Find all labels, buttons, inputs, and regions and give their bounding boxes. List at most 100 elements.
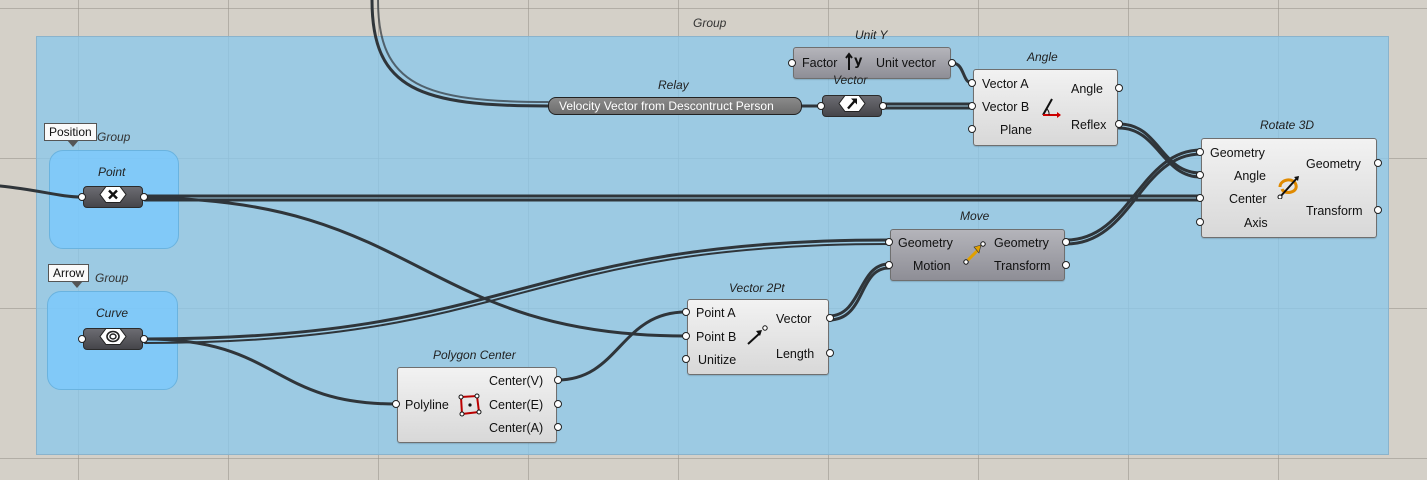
- polygon-center-component[interactable]: Polyline Center(V) Center(E) Center(A): [397, 367, 557, 443]
- angle-component[interactable]: Vector A Vector B Plane Angle Reflex: [973, 69, 1118, 146]
- move-port-geometry[interactable]: [885, 238, 893, 246]
- angle-icon: [1040, 96, 1064, 121]
- unity-component[interactable]: Factor y Unit vector: [793, 47, 951, 79]
- angle-title: Angle: [1027, 50, 1058, 64]
- rotate3d-icon: [1276, 173, 1302, 202]
- rotate3d-output-geometry: Geometry: [1306, 157, 1361, 171]
- rotate3d-output-transform: Transform: [1306, 204, 1363, 218]
- rotate3d-port-geometry[interactable]: [1196, 148, 1204, 156]
- move-input-geometry: Geometry: [898, 236, 953, 250]
- wire-angle-to-rotate: [1117, 122, 1203, 175]
- rotate3d-input-geometry: Geometry: [1210, 146, 1265, 160]
- vector2pt-port-out-vector[interactable]: [826, 314, 834, 322]
- angle-output-reflex: Reflex: [1071, 118, 1107, 132]
- move-output-transform: Transform: [994, 259, 1051, 273]
- point-input-port[interactable]: [78, 193, 86, 201]
- point-output-port[interactable]: [140, 193, 148, 201]
- wire-polygon-to-vector2pt: [555, 310, 688, 382]
- arrow-group-title: Group: [95, 271, 129, 285]
- vector2pt-port-unitize[interactable]: [682, 355, 690, 363]
- angle-input-plane: Plane: [1000, 123, 1032, 137]
- polygon-center-port-v[interactable]: [554, 376, 562, 384]
- vector2pt-port-point-a[interactable]: [682, 308, 690, 316]
- wire-curve-to-move: [143, 238, 891, 341]
- wire-left-to-point: [0, 184, 83, 199]
- rotate3d-port-center[interactable]: [1196, 194, 1204, 202]
- polygon-center-icon: [457, 393, 483, 420]
- curve-title: Curve: [96, 306, 129, 320]
- rotate3d-port-out-transform[interactable]: [1374, 206, 1382, 214]
- vector2pt-icon: [745, 324, 769, 349]
- vector2pt-input-point-a: Point A: [696, 306, 736, 320]
- move-icon: [962, 240, 986, 269]
- angle-input-vector-b: Vector B: [982, 100, 1030, 114]
- angle-port-plane[interactable]: [968, 125, 976, 133]
- rotate3d-port-out-geometry[interactable]: [1374, 159, 1382, 167]
- relay-node[interactable]: Velocity Vector from Descontruct Person: [548, 97, 802, 115]
- angle-output-angle: Angle: [1071, 82, 1103, 96]
- wire-curve-to-polygon: [143, 337, 398, 406]
- polygon-center-port-polyline[interactable]: [392, 400, 400, 408]
- polygon-center-output-a: Center(A): [489, 421, 544, 435]
- vector2pt-input-point-b: Point B: [696, 330, 737, 344]
- point-param[interactable]: [83, 186, 143, 208]
- unity-title: Unit Y: [855, 28, 888, 42]
- wire-vector2pt-to-move: [827, 262, 891, 318]
- position-group-tag: Position: [44, 123, 97, 147]
- move-input-motion: Motion: [913, 259, 951, 273]
- svg-text:y: y: [854, 54, 863, 69]
- angle-port-vector-a[interactable]: [968, 79, 976, 87]
- rotate3d-port-axis[interactable]: [1196, 218, 1204, 226]
- rotate3d-port-angle[interactable]: [1196, 171, 1204, 179]
- move-component[interactable]: Geometry Motion Geometry Transform: [890, 229, 1065, 281]
- angle-input-vector-a: Vector A: [982, 77, 1029, 91]
- unity-output-unit-vector: Unit vector: [876, 56, 936, 70]
- point-icon: [99, 186, 127, 209]
- unity-input-factor: Factor: [802, 56, 838, 70]
- rotate3d-component[interactable]: Geometry Angle Center Axis Geometry Tran…: [1201, 138, 1377, 238]
- polygon-center-input-polyline: Polyline: [405, 398, 449, 412]
- vector2pt-output-length: Length: [776, 347, 815, 361]
- wire-top-to-relay: [370, 0, 550, 108]
- vector-output-port[interactable]: [879, 102, 887, 110]
- move-port-out-transform[interactable]: [1062, 261, 1070, 269]
- curve-output-port[interactable]: [140, 335, 148, 343]
- move-port-motion[interactable]: [885, 261, 893, 269]
- curve-input-port[interactable]: [78, 335, 86, 343]
- polygon-center-port-e[interactable]: [554, 400, 562, 408]
- vector2pt-input-unitize: Unitize: [698, 353, 737, 367]
- unity-output-port[interactable]: [948, 59, 956, 67]
- unit-y-icon: y: [844, 52, 868, 75]
- wire-point-to-vector2pt: [143, 196, 688, 338]
- polygon-center-title: Polygon Center: [433, 348, 516, 362]
- vector2pt-component[interactable]: Point A Point B Unitize Vector Length: [687, 299, 829, 375]
- vector2pt-title: Vector 2Pt: [729, 281, 785, 295]
- relay-title: Relay: [658, 78, 689, 92]
- main-group-title: Group: [693, 16, 727, 30]
- move-title: Move: [960, 209, 990, 223]
- wire-move-to-rotate: [1064, 148, 1203, 242]
- angle-port-angle[interactable]: [1115, 84, 1123, 92]
- move-port-out-geometry[interactable]: [1062, 238, 1070, 246]
- vector-param[interactable]: [822, 95, 882, 117]
- unity-input-port[interactable]: [788, 59, 796, 67]
- arrow-group-tag: Arrow: [48, 264, 90, 288]
- curve-param[interactable]: [83, 328, 143, 350]
- position-group-title: Group: [97, 130, 131, 144]
- angle-port-reflex[interactable]: [1115, 120, 1123, 128]
- rotate3d-input-angle: Angle: [1234, 169, 1266, 183]
- point-title: Point: [98, 165, 126, 179]
- vector-title: Vector: [833, 73, 868, 87]
- rotate3d-input-axis: Axis: [1244, 216, 1268, 230]
- polygon-center-output-e: Center(E): [489, 398, 544, 412]
- polygon-center-port-a[interactable]: [554, 423, 562, 431]
- vector-input-port[interactable]: [817, 102, 825, 110]
- angle-port-vector-b[interactable]: [968, 102, 976, 110]
- rotate3d-input-center: Center: [1229, 192, 1267, 206]
- vector2pt-port-point-b[interactable]: [682, 332, 690, 340]
- curve-icon: [99, 328, 127, 351]
- polygon-center-output-v: Center(V): [489, 374, 544, 388]
- rotate3d-title: Rotate 3D: [1260, 118, 1315, 132]
- vector2pt-port-out-length[interactable]: [826, 349, 834, 357]
